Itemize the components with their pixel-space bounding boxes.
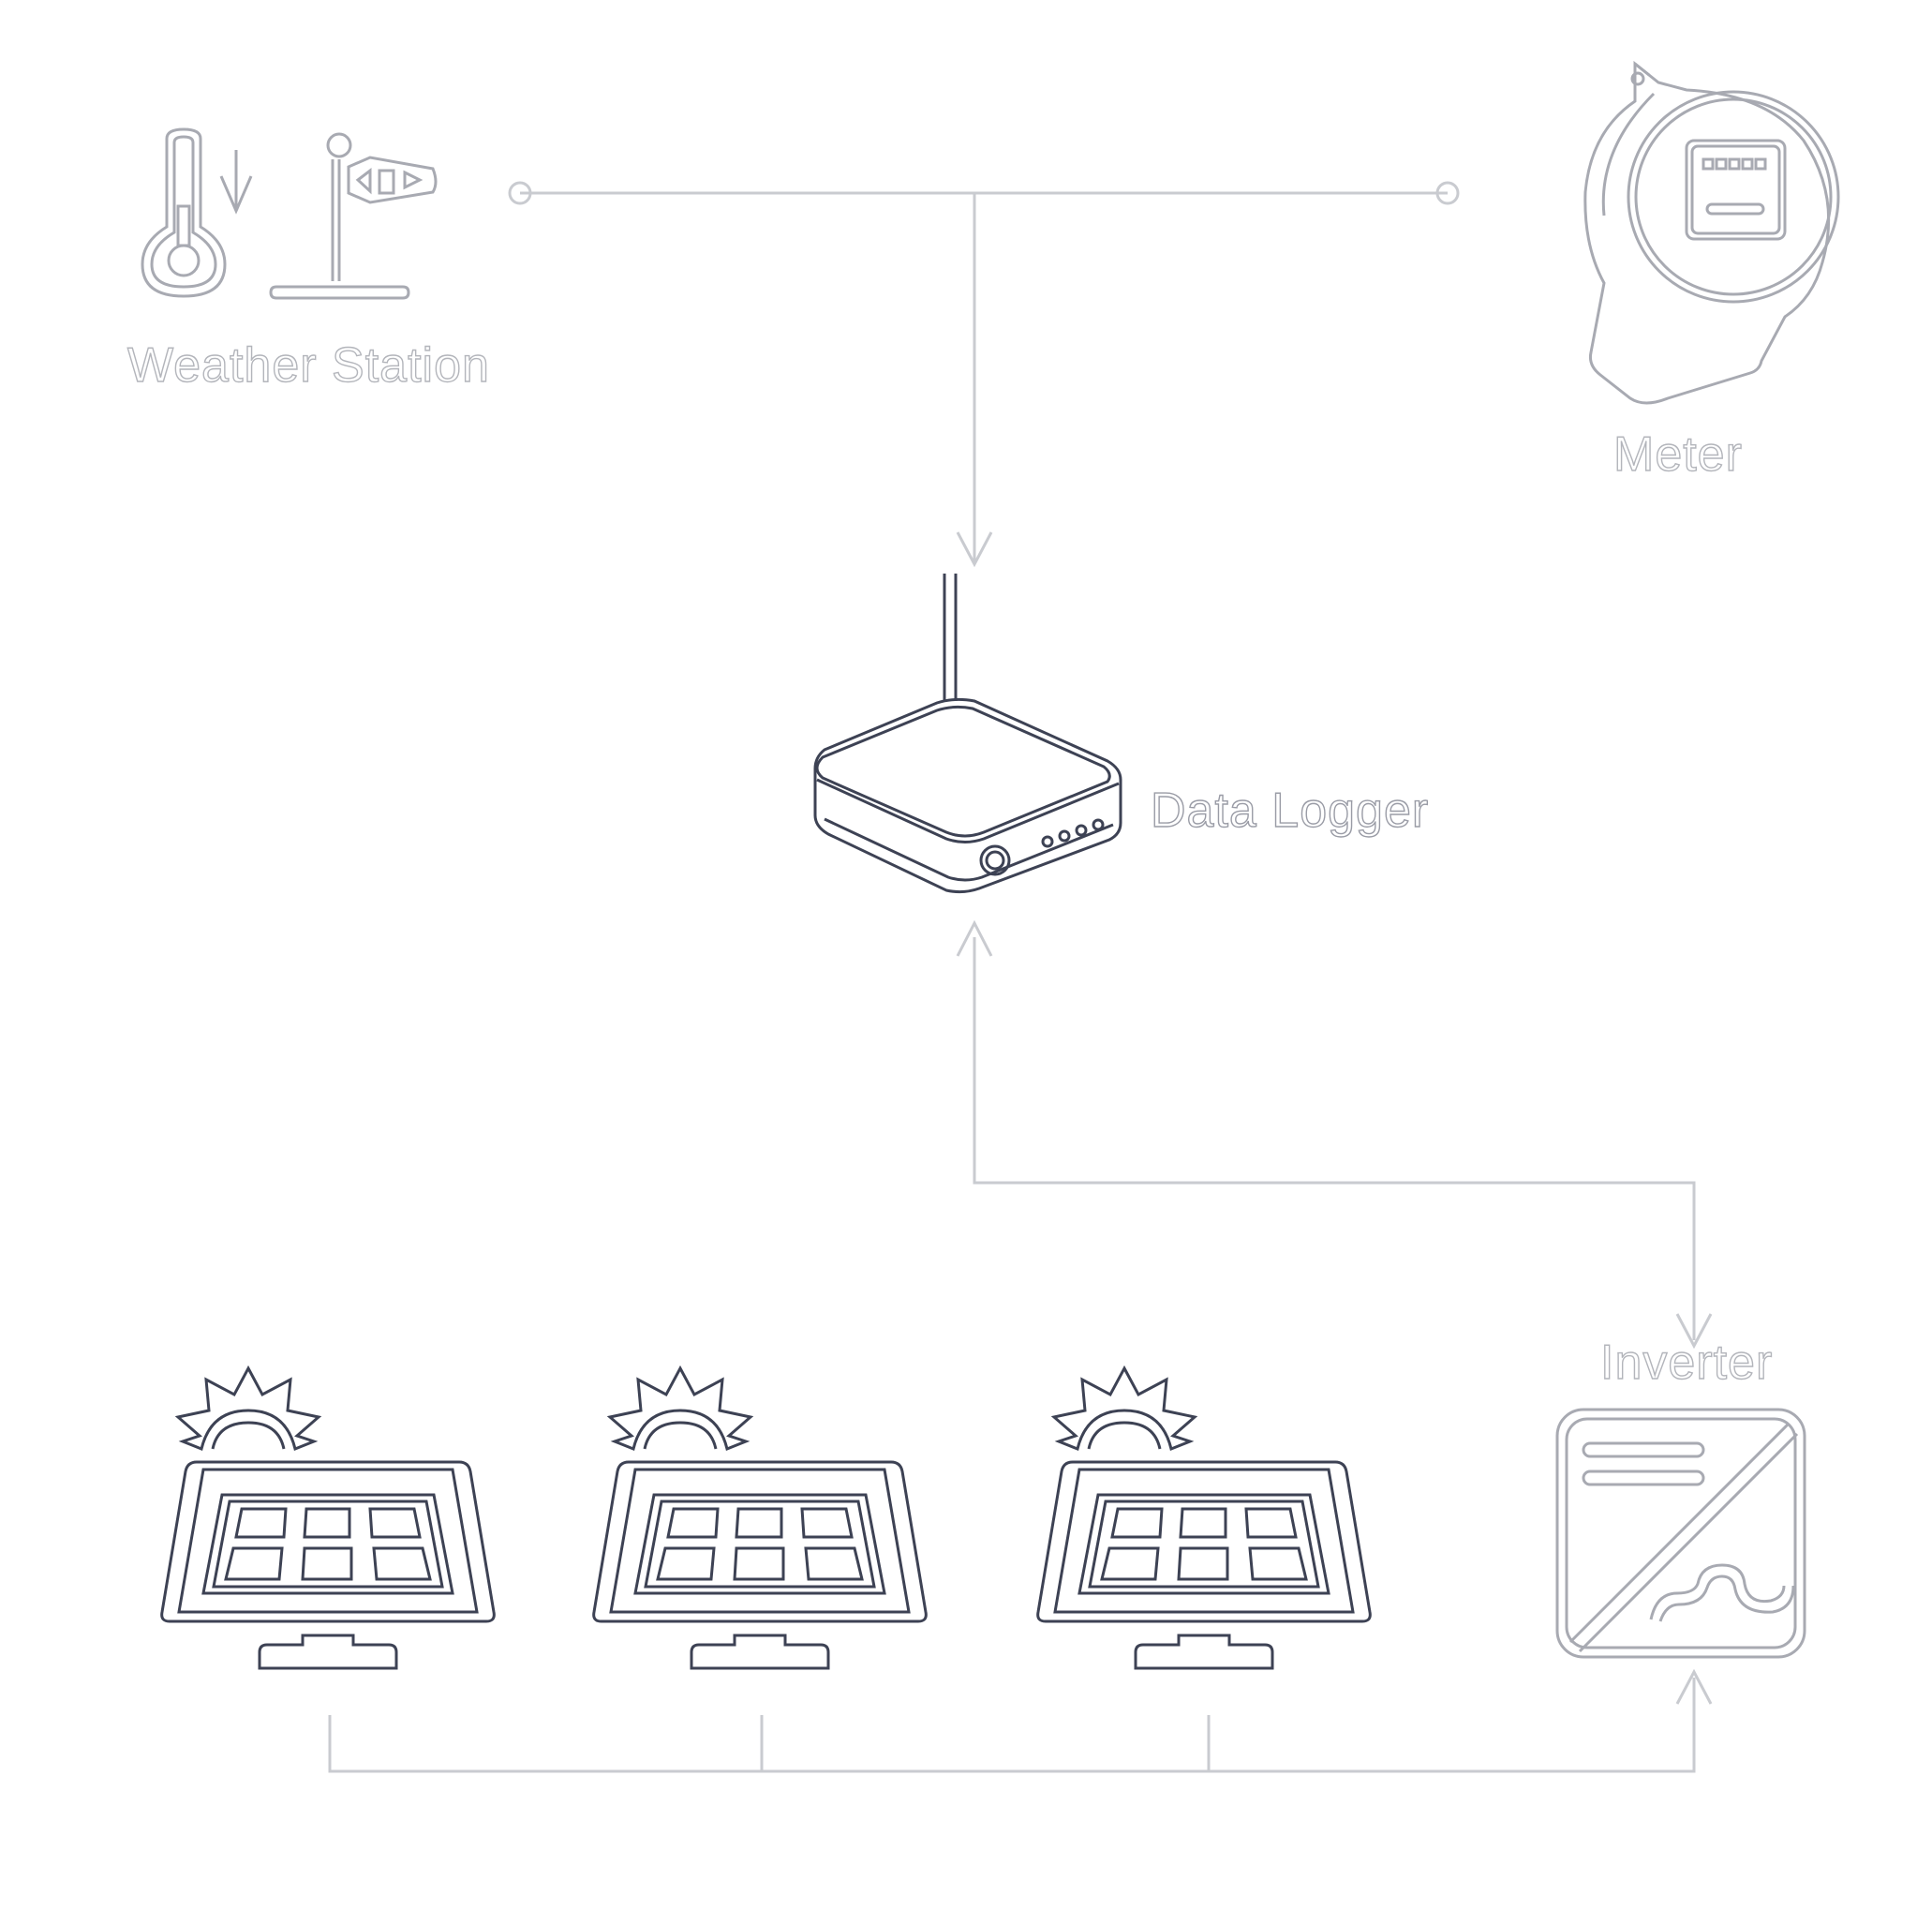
- arrowhead-inverter-bottom: [1675, 1668, 1713, 1705]
- solar-panel-icon: [1036, 1366, 1372, 1670]
- bus-endpoint-left: [508, 181, 532, 205]
- electric-meter-icon: [1583, 60, 1840, 405]
- data-logger-label: Data Logger: [1150, 783, 1430, 838]
- connectors: [328, 181, 1713, 1773]
- panels-inverter-line: [328, 1678, 1696, 1773]
- meter-label: Meter: [1612, 426, 1743, 482]
- solar-panel-icon: [592, 1366, 928, 1670]
- router-icon: [813, 574, 1122, 894]
- arrowhead-to-logger-bottom: [956, 919, 993, 957]
- arrowhead-to-logger-top: [956, 531, 993, 568]
- arrowhead-to-inverter: [1675, 1313, 1713, 1350]
- inverter-label: Inverter: [1599, 1335, 1774, 1390]
- logger-inverter-line: [973, 937, 1696, 1340]
- thermometer-icon: [141, 127, 253, 298]
- solar-panel-icon: [160, 1366, 496, 1670]
- bus-endpoint-right: [1435, 181, 1460, 205]
- inverter-icon: [1555, 1408, 1806, 1659]
- windsock-icon: [269, 132, 438, 300]
- weather-station-label: Weather Station: [126, 337, 490, 393]
